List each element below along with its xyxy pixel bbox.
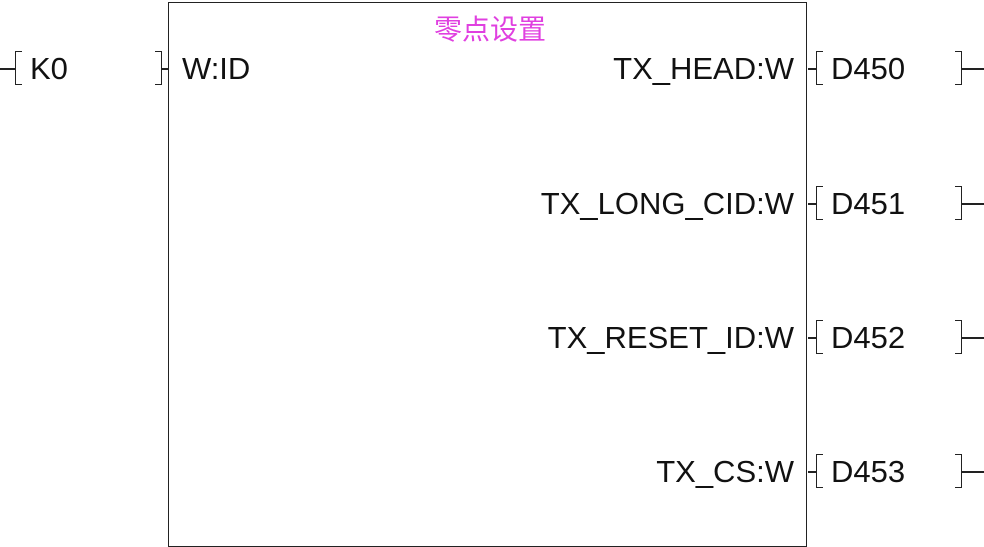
- wire: [161, 68, 168, 70]
- wire: [808, 471, 816, 473]
- output-pin-label: TX_LONG_CID:W: [540, 186, 794, 221]
- input-operand[interactable]: K0: [30, 51, 68, 86]
- output-operand[interactable]: D450: [831, 51, 906, 86]
- output-pin-label: TX_CS:W: [656, 454, 794, 489]
- open-bracket: [816, 51, 823, 85]
- open-bracket: [816, 186, 823, 220]
- wire: [961, 68, 984, 70]
- wire: [808, 203, 816, 205]
- wire: [0, 68, 15, 70]
- output-pin-label: TX_HEAD:W: [613, 51, 794, 86]
- output-operand[interactable]: D453: [831, 454, 906, 489]
- open-bracket: [816, 454, 823, 488]
- wire: [961, 471, 984, 473]
- wire: [808, 68, 816, 70]
- block-title: 零点设置: [433, 13, 546, 46]
- open-bracket: [816, 320, 823, 354]
- wire: [808, 337, 816, 339]
- input-pin-label: W:ID: [182, 51, 251, 86]
- open-bracket: [15, 51, 22, 85]
- wire: [961, 337, 984, 339]
- output-pin-label: TX_RESET_ID:W: [547, 320, 794, 355]
- output-operand[interactable]: D451: [831, 186, 906, 221]
- output-operand[interactable]: D452: [831, 320, 906, 355]
- wire: [961, 203, 984, 205]
